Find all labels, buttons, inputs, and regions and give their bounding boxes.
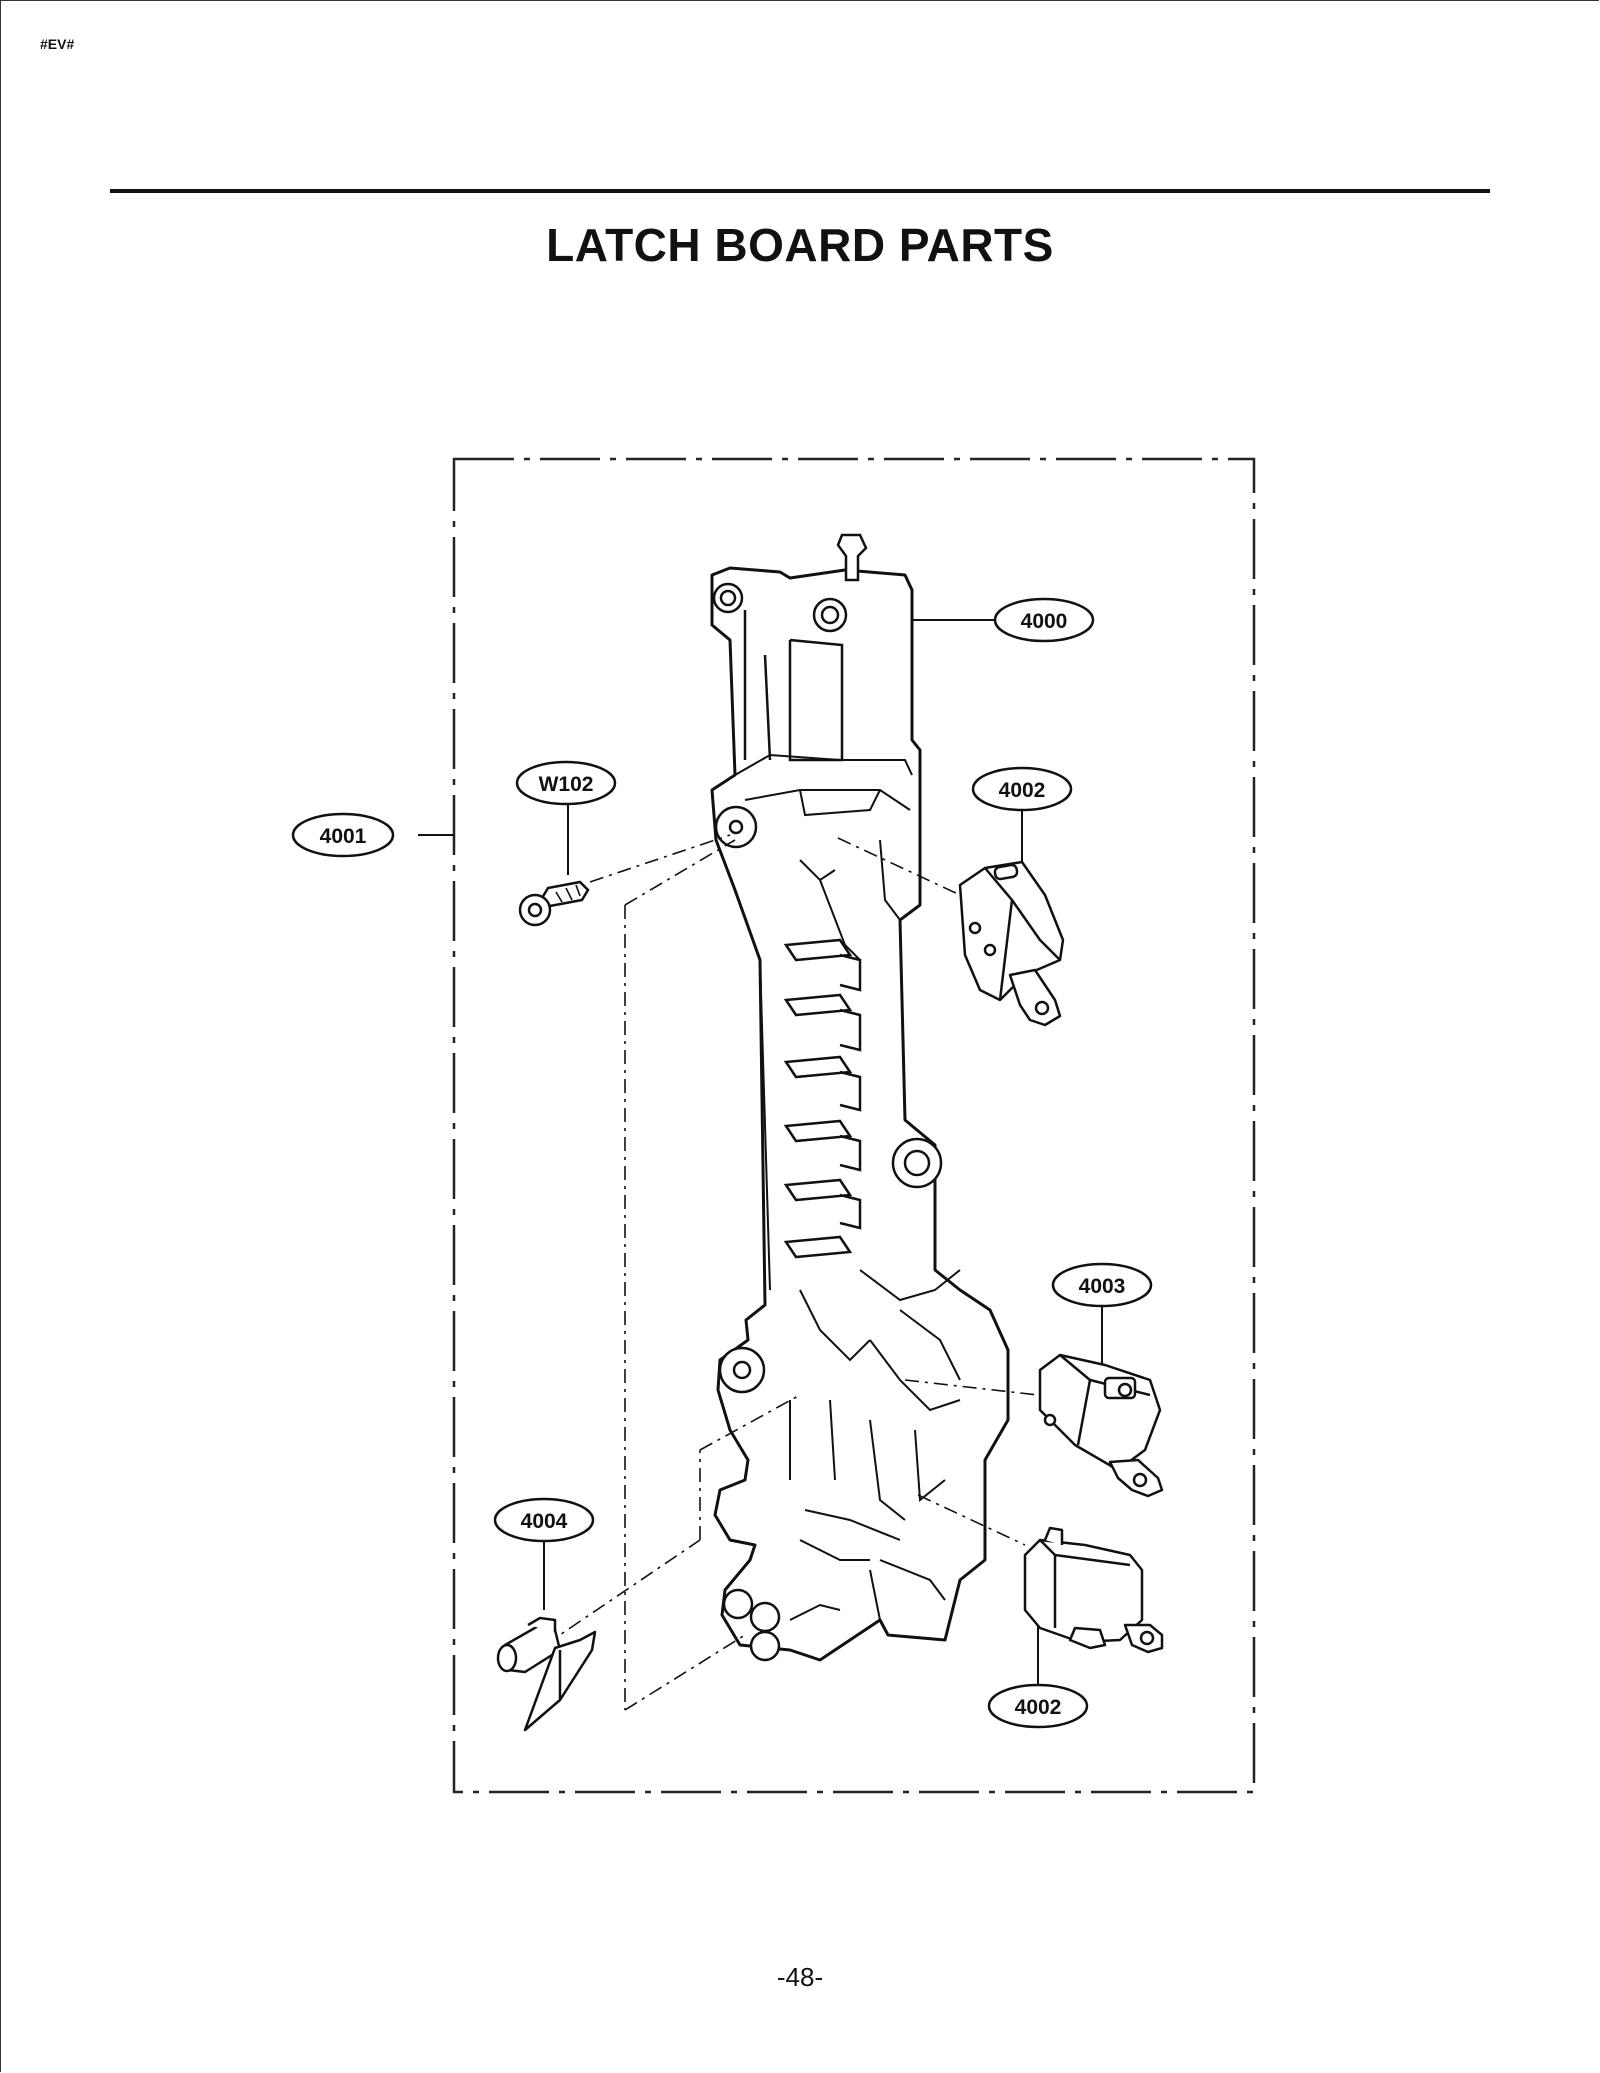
callout-4003-label: 4003 [1079,1275,1126,1298]
callout-4004: 4004 [493,1497,595,1543]
top-nub [836,533,868,582]
screw-w102 [518,880,590,927]
leader-lines [418,619,1103,1690]
ladder-rungs [783,938,862,1259]
callout-4002-top-label: 4002 [999,779,1046,802]
callout-4003: 4003 [1051,1262,1153,1308]
document-code: #EV# [40,36,75,52]
micro-switch-4002-top [958,860,1065,1027]
callout-4004-label: 4004 [521,1510,568,1533]
page-title: LATCH BOARD PARTS [546,219,1054,271]
latch-board-body [710,566,1010,1662]
callout-4001: 4001 [291,812,395,858]
header-rule [110,189,1490,193]
assembly-frame [452,457,1256,1794]
callout-4002-top: 4002 [971,766,1073,812]
callout-w102-label: W102 [539,773,594,796]
callout-4002-bottom: 4002 [987,1683,1089,1729]
dash-dot-links [544,834,1039,1711]
callout-4002-bottom-label: 4002 [1015,1696,1062,1719]
callout-w102: W102 [515,760,617,806]
mounting-holes [712,582,943,1662]
callout-4001-label: 4001 [320,825,367,848]
callout-4000-label: 4000 [1021,610,1068,633]
latch-part-4004 [496,1616,597,1732]
page-number: -48- [776,1962,824,1992]
micro-switch-4003 [1038,1353,1164,1498]
body-details [734,753,961,1621]
callout-4000: 4000 [993,597,1095,643]
micro-switch-4002-bottom [1023,1526,1164,1654]
